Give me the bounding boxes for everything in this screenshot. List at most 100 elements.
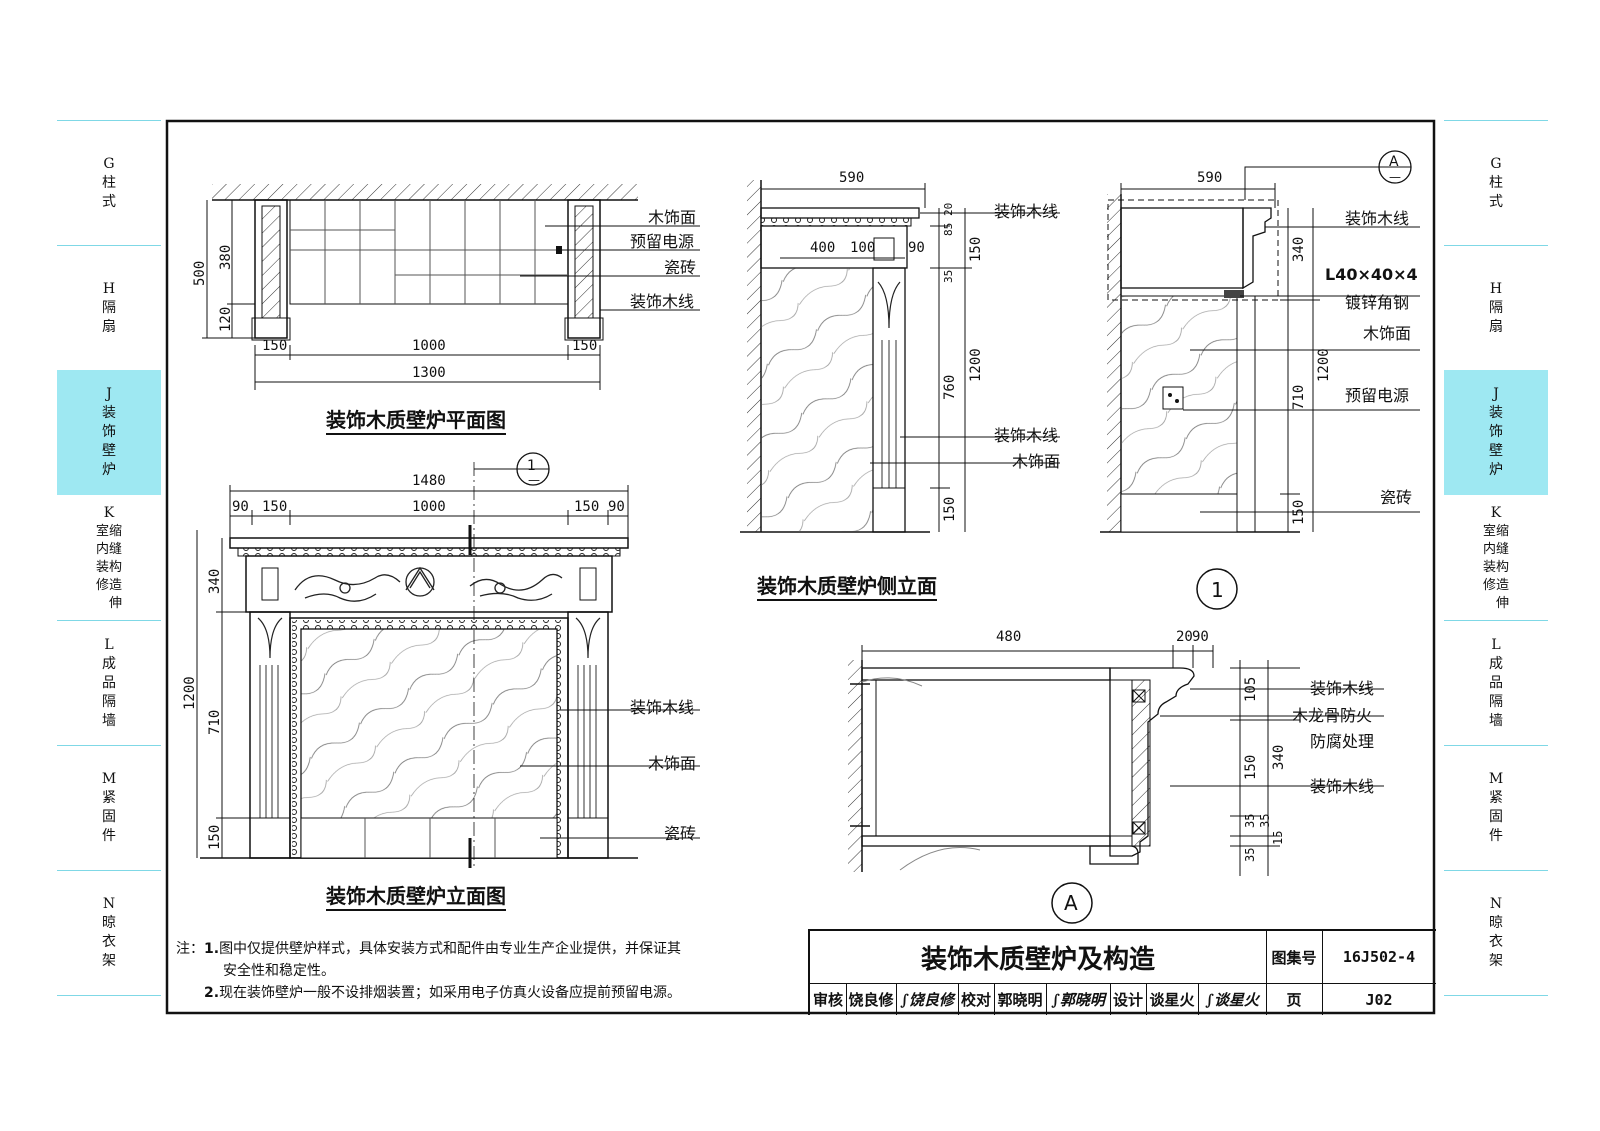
- notes: 注：1.图中仅提供壁炉样式，具体安装方式和配件由专业生产企业提供，并保证其 安全…: [176, 938, 681, 1004]
- tab-name: 晾衣架: [102, 915, 116, 969]
- elev-dim-1000: 1000: [412, 499, 446, 515]
- tab-name: 晾衣架: [1489, 915, 1503, 969]
- elev-dim-340: 340: [207, 568, 223, 594]
- side-dim-150-bottom: 150: [942, 496, 958, 522]
- elev-dim-150: 150: [207, 824, 223, 850]
- side-dim-35: 35: [942, 269, 955, 283]
- atlas-number: 16J502-4: [1342, 948, 1416, 966]
- reviewer-name: 饶良修: [846, 984, 897, 1015]
- sec1-label-angle-size: L40×40×4: [1325, 265, 1418, 284]
- elev-label-moulding: 装饰木线: [630, 698, 695, 717]
- note-2-num: 2.: [204, 985, 220, 1001]
- tab-name: 隔扇: [102, 299, 116, 335]
- sec1-label-power: 预留电源: [1345, 386, 1410, 405]
- atlas-label: 图集号: [1266, 931, 1323, 983]
- side-label-moulding: 装饰木线: [994, 426, 1059, 445]
- tab-name: 紧固件: [102, 790, 116, 844]
- tab-divider: [1444, 745, 1548, 746]
- checker-signature: ∫郭晓明: [1046, 984, 1111, 1015]
- tab-divider: [57, 120, 161, 121]
- elev-dim-710: 710: [207, 709, 223, 735]
- detA-dim-35-b: 35: [1258, 813, 1272, 828]
- detA-dim-35-a: 35: [1243, 813, 1257, 828]
- plan-dim-150-left: 150: [262, 338, 288, 354]
- note-1-num: 1.: [204, 941, 220, 957]
- detA-dim-20: 20: [1176, 629, 1193, 645]
- notes-prefix: 注：: [176, 941, 204, 957]
- sec1-detail-ref-dash: —: [1389, 170, 1401, 184]
- elevation-title: 装饰木质壁炉立面图: [326, 880, 506, 911]
- plan-label-power: 预留电源: [630, 232, 695, 251]
- note-2-text: 现在装饰壁炉一般不设排烟装置；如采用电子仿真火设备应提前预留电源。: [219, 985, 682, 1001]
- drawing-title: 装饰木质壁炉及构造: [810, 931, 1267, 983]
- tab-divider: [57, 870, 161, 871]
- detail-a: [848, 645, 1384, 924]
- detA-dim-35-c: 35: [1243, 847, 1257, 862]
- tab-name: 柱式: [1489, 174, 1503, 210]
- side-dim-100: 100: [850, 240, 876, 256]
- tab-divider: [1444, 245, 1548, 246]
- sec1-dim-150: 150: [1291, 499, 1307, 525]
- check-label: 校对: [958, 984, 995, 1015]
- elev-dim-1200: 1200: [182, 676, 198, 710]
- sheet-frame: [165, 119, 1436, 1015]
- side-dim-85: 85: [942, 222, 955, 236]
- tab-name: 成品隔墙: [102, 655, 116, 729]
- tab-name: 成品隔墙: [1489, 655, 1503, 729]
- tab-divider: [57, 245, 161, 246]
- plan-dim-500: 500: [192, 260, 208, 286]
- sec1-label-tile: 瓷砖: [1380, 488, 1413, 507]
- detA-dim-340: 340: [1271, 744, 1287, 770]
- detA-label-moulding: 装饰木线: [1310, 777, 1375, 796]
- elev-label-wood-facing: 木饰面: [648, 754, 697, 773]
- detA-dim-150: 150: [1243, 754, 1259, 780]
- tab-divider: [57, 995, 161, 996]
- elev-section-number: 1: [527, 458, 536, 474]
- front-elevation: [196, 452, 700, 870]
- title-block: 装饰木质壁炉及构造 图集号 16J502-4 审核 饶良修 ∫饶良修 校对 郭晓…: [808, 929, 1436, 1015]
- reviewer-signature: ∫饶良修: [896, 984, 959, 1015]
- plan-title: 装饰木质壁炉平面图: [326, 404, 506, 435]
- tab-divider: [1444, 620, 1548, 621]
- detA-dim-105: 105: [1243, 676, 1259, 702]
- review-label: 审核: [810, 984, 847, 1015]
- checker-name: 郭晓明: [994, 984, 1047, 1015]
- note-1-text: 图中仅提供壁炉样式，具体安装方式和配件由专业生产企业提供，并保证其: [219, 941, 682, 957]
- elev-dim-150-left: 150: [262, 499, 288, 515]
- plan-label-wood-facing: 木饰面: [648, 208, 697, 227]
- section-1: [1100, 150, 1420, 610]
- plan-label-moulding: 装饰木线: [630, 292, 695, 311]
- side-dim-20: 20: [942, 202, 955, 216]
- side-dim-150: 150: [968, 236, 984, 262]
- plan-label-tile: 瓷砖: [664, 258, 697, 277]
- tab-name: 柱式: [102, 174, 116, 210]
- plan-dim-1000: 1000: [412, 338, 446, 354]
- side-label-wood-facing: 木饰面: [1012, 452, 1061, 471]
- tab-name: 室内装修缩缝构造伸: [95, 523, 123, 611]
- designer-signature: ∫谈星火: [1198, 984, 1267, 1015]
- side-dim-1200: 1200: [968, 348, 984, 382]
- sec1-dim-710: 710: [1291, 384, 1307, 410]
- plan-dim-120: 120: [218, 306, 234, 332]
- elev-label-tile: 瓷砖: [664, 824, 697, 843]
- plan-dim-150-right: 150: [572, 338, 598, 354]
- tab-divider: [1444, 120, 1548, 121]
- elev-dim-150-right: 150: [574, 499, 600, 515]
- tab-name: 紧固件: [1489, 790, 1503, 844]
- designer-name: 谈星火: [1146, 984, 1199, 1015]
- detA-label-fireproof: 木龙骨防火: [1292, 706, 1373, 725]
